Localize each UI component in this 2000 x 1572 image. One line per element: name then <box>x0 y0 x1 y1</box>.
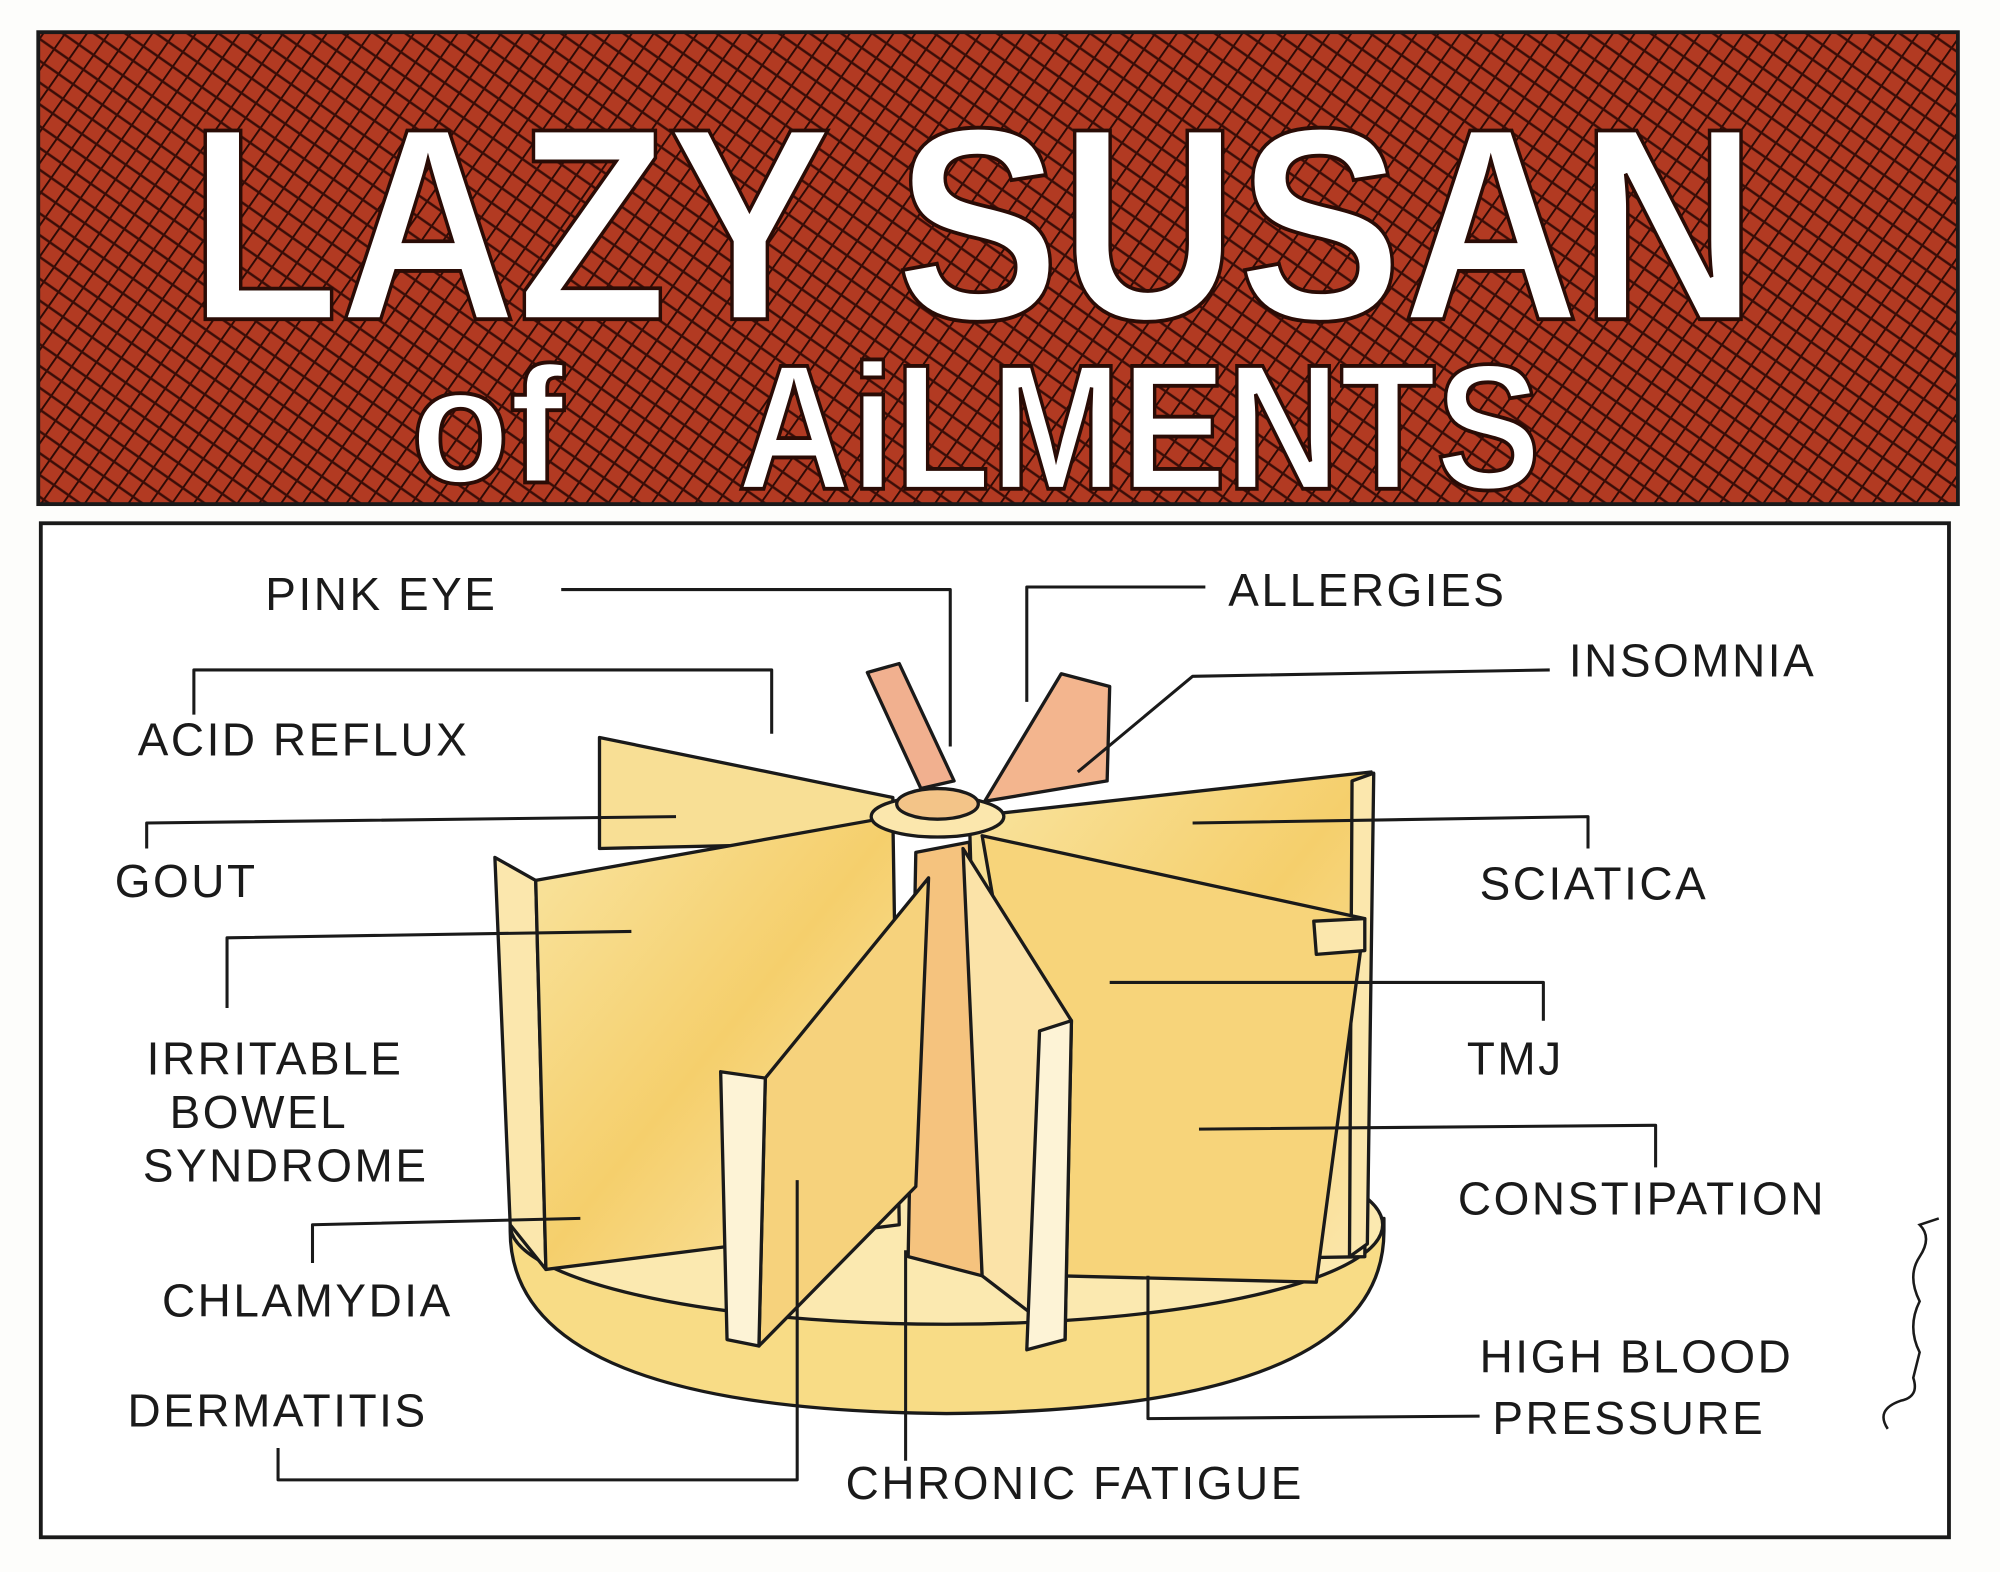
label-allergies: ALLERGIES <box>1228 564 1506 616</box>
label-acid-reflux: ACID REFLUX <box>138 713 470 765</box>
leader-lines <box>145 585 1658 1482</box>
ailment-labels: PINK EYE ALLERGIES INSOMNIA ACID REFLUX … <box>115 564 1826 1509</box>
post <box>865 661 956 791</box>
label-chronic-fatigue: CHRONIC FATIGUE <box>846 1457 1304 1509</box>
right-panel-edge <box>1347 771 1376 1259</box>
title-banner: LAZY SUSAN of AiLMENTS <box>36 30 1960 529</box>
artist-signature <box>1882 1217 1940 1430</box>
label-chlamydia: CHLAMYDIA <box>162 1275 453 1327</box>
label-pink-eye: PINK EYE <box>265 568 497 620</box>
label-high-blood-2: PRESSURE <box>1492 1392 1765 1444</box>
lazy-susan-illustration <box>493 661 1386 1416</box>
label-ibs-2: BOWEL <box>170 1086 349 1138</box>
title-line2: AiLMENTS <box>737 327 1541 527</box>
label-insomnia: INSOMNIA <box>1569 634 1816 686</box>
allergies-fin <box>983 672 1112 803</box>
title-line1: LAZY SUSAN <box>189 72 1758 378</box>
label-sciatica: SCIATICA <box>1480 858 1709 910</box>
label-tmj: TMJ <box>1467 1032 1564 1084</box>
label-constipation: CONSTIPATION <box>1458 1173 1826 1225</box>
title-of: of <box>411 333 565 518</box>
label-ibs-3: SYNDROME <box>143 1139 429 1191</box>
right-front-edge <box>1312 916 1367 957</box>
label-gout: GOUT <box>115 855 258 907</box>
front-left-fin-edge <box>719 1070 767 1348</box>
front-right-fin-edge <box>1025 1019 1074 1352</box>
label-high-blood-1: HIGH BLOOD <box>1480 1331 1794 1383</box>
hub <box>895 786 980 821</box>
label-dermatitis: DERMATITIS <box>128 1384 428 1436</box>
label-ibs-1: IRRITABLE <box>147 1032 404 1084</box>
